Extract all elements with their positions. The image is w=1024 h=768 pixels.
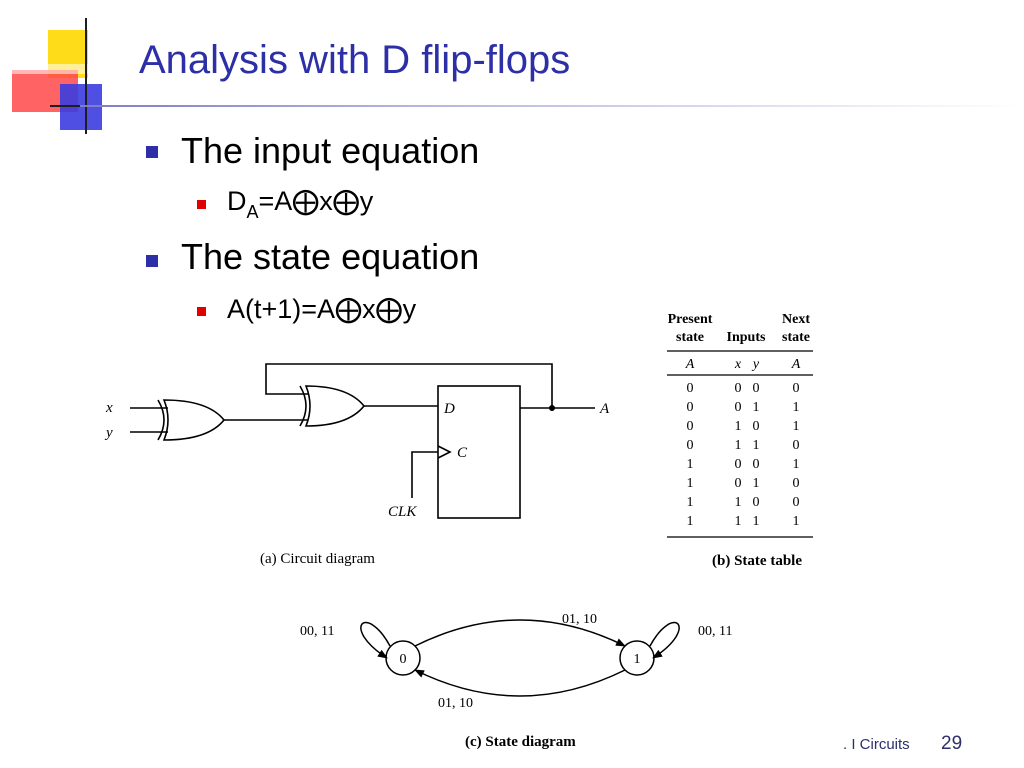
arc-top-label: 01, 10 <box>562 612 597 627</box>
transition-0-to-1 <box>414 619 626 647</box>
arc-bottom-label: 01, 10 <box>438 696 473 711</box>
table-cell: 0 <box>687 419 694 434</box>
page-number: 29 <box>941 733 963 754</box>
table-cell: 0 <box>793 381 800 396</box>
self-loop-1 <box>649 621 680 659</box>
table-cell: 1 <box>793 457 800 472</box>
table-cell: 0 <box>753 457 760 472</box>
self-loop-0 <box>360 621 391 659</box>
table-cell: 0 <box>735 476 742 491</box>
table-cell: 0 <box>753 381 760 396</box>
loop-1-label: 00, 11 <box>698 624 732 639</box>
xor-gate-2-back-curve <box>299 385 307 427</box>
table-cell: 0 <box>735 400 742 415</box>
circuit-caption: (a) Circuit diagram <box>260 551 375 567</box>
bullet-state-equation: The state equation <box>181 236 480 277</box>
bullet-input-equation: The input equation <box>181 130 480 171</box>
c-label: C <box>457 445 468 461</box>
col-next-a: A <box>791 357 801 372</box>
state-1-label: 1 <box>634 652 641 667</box>
xor-gate-2 <box>304 385 366 427</box>
table-cell: 1 <box>753 438 760 453</box>
table-cell: 1 <box>687 495 694 510</box>
bullet-square-icon <box>146 255 158 267</box>
slide-logo <box>0 18 150 134</box>
state-table: Present state Inputs Next state A x y A … <box>667 312 813 569</box>
table-cell: 1 <box>753 514 760 529</box>
table-cell: 1 <box>687 457 694 472</box>
table-cell: 0 <box>753 419 760 434</box>
slide-title: Analysis with D flip-flops <box>139 38 571 82</box>
table-cell: 1 <box>793 419 800 434</box>
table-cell: 1 <box>735 438 742 453</box>
state-diagram-caption: (c) State diagram <box>465 734 576 750</box>
table-cell: 1 <box>735 514 742 529</box>
table-cell: 1 <box>753 476 760 491</box>
table-cell: 0 <box>793 495 800 510</box>
xor-gate-1 <box>162 399 226 441</box>
table-cell: 0 <box>793 476 800 491</box>
table-cell: 0 <box>793 438 800 453</box>
transition-1-to-0 <box>414 669 626 697</box>
title-underline <box>80 105 1024 107</box>
loop-0-label: 00, 11 <box>300 624 334 639</box>
table-cell: 1 <box>753 400 760 415</box>
header-next-state: state <box>782 330 810 345</box>
junction-dot <box>549 405 555 411</box>
clock-wire <box>411 451 438 498</box>
header-next: Next <box>782 312 810 327</box>
table-cell: 1 <box>735 495 742 510</box>
header-inputs: Inputs <box>727 330 766 345</box>
table-cell: 0 <box>735 457 742 472</box>
table-cell: 0 <box>753 495 760 510</box>
col-a: A <box>685 357 695 372</box>
table-cell: 1 <box>793 514 800 529</box>
state-equation: A(t+1)=A⨁x⨁y <box>227 294 417 325</box>
header-present: Present <box>668 312 713 327</box>
xor-gate-1-back-curve <box>157 399 165 441</box>
table-caption: (b) State table <box>712 553 802 569</box>
table-cell: 1 <box>687 514 694 529</box>
table-cell: 1 <box>687 476 694 491</box>
sub-bullet-square-icon <box>197 200 206 209</box>
output-a-label: A <box>599 401 610 417</box>
footer-text: . I Circuits <box>843 736 910 753</box>
state-diagram: 0 1 00, 11 00, 11 01, 10 01, 10 (c) Stat… <box>300 612 732 750</box>
circuit-diagram: x y D C CLK A (a) Circuit diagram <box>104 363 610 567</box>
d-label: D <box>443 401 455 417</box>
bullet-square-icon <box>146 146 158 158</box>
table-cell: 0 <box>735 381 742 396</box>
col-x: x <box>734 357 742 372</box>
clock-triangle <box>437 445 452 459</box>
input-x-label: x <box>105 400 113 416</box>
input-equation: DA=A⨁x⨁y <box>227 186 374 222</box>
table-cell: 0 <box>687 438 694 453</box>
table-cell: 0 <box>687 400 694 415</box>
feedback-wire <box>265 363 553 408</box>
table-cell: 1 <box>793 400 800 415</box>
clk-label: CLK <box>388 504 417 520</box>
col-y: y <box>751 357 760 372</box>
input-y-label: y <box>104 425 113 441</box>
sub-bullet-square-icon <box>197 307 206 316</box>
table-cell: 0 <box>687 381 694 396</box>
state-0-label: 0 <box>400 652 407 667</box>
header-present-state: state <box>676 330 704 345</box>
table-cell: 1 <box>735 419 742 434</box>
